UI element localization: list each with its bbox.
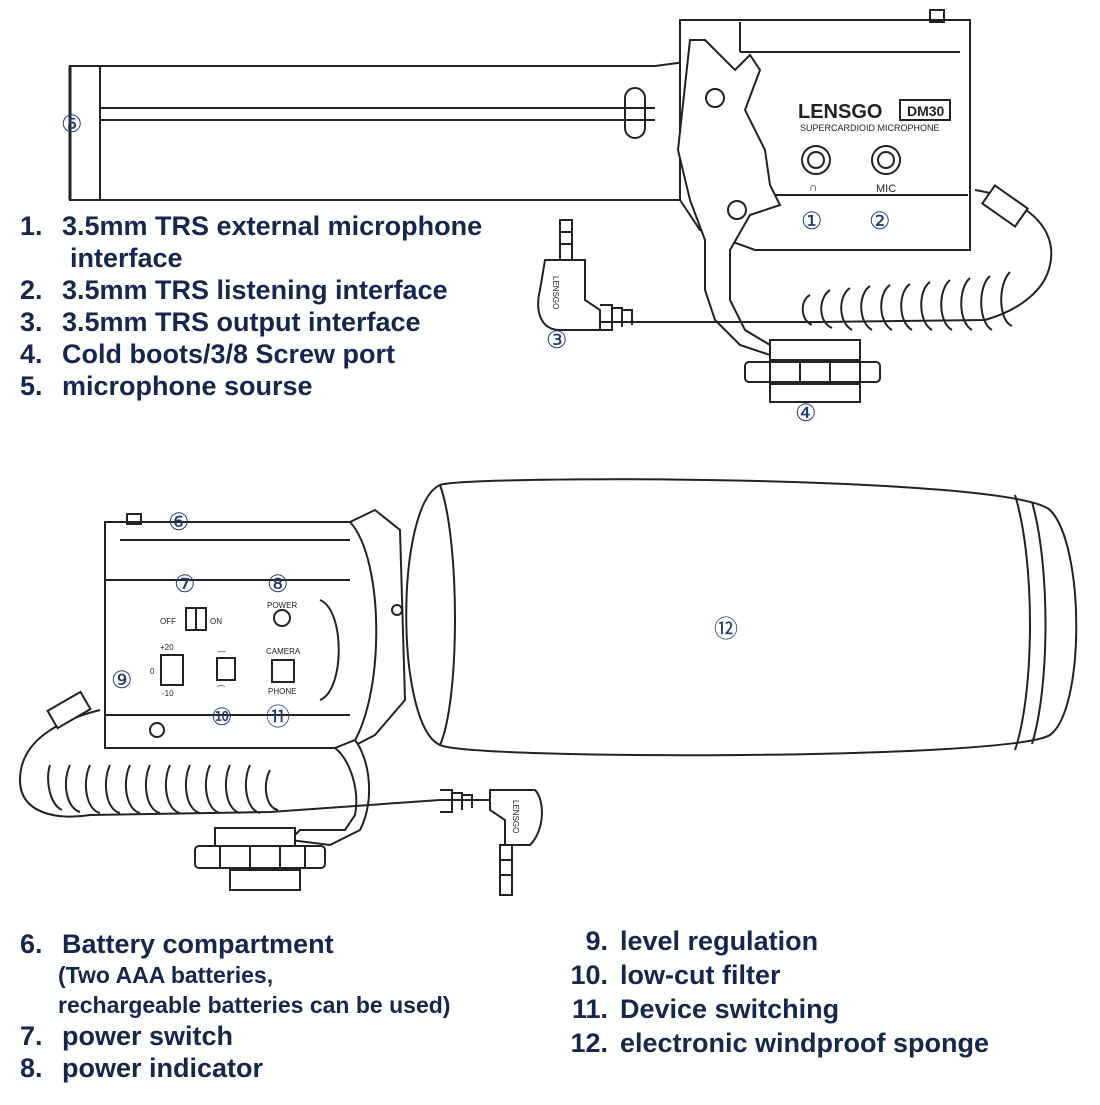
plus20-label: +20 [160,643,174,652]
legend-bottom-right: 9. level regulation 10. low-cut filter 11.… [550,924,989,1060]
legend-item-2: 2. 3.5mm TRS listening interface [20,274,482,306]
legend-text: level regulation [620,926,819,956]
legend-text: Cold boots/3/8 Screw port [62,339,396,369]
legend-text: power indicator [62,1053,264,1083]
zero-label: 0 [150,667,155,676]
legend-item-1: 1. 3.5mm TRS external microphone [20,210,482,242]
callout-10: ⑩ [211,704,233,731]
model-text: DM30 [907,103,945,119]
cable-brand-bottom: LENSGO [511,800,520,833]
legend-item-6: 6. Battery compartment [20,928,450,960]
legend-item-6-note-1: (Two AAA batteries, [58,962,274,988]
legend-num: 2. [20,275,43,305]
legend-num: 5. [20,371,43,401]
legend-text: Battery compartment [62,929,334,959]
legend-num: 1. [20,211,43,241]
off-label: OFF [160,617,176,626]
legend-text: microphone sourse [62,371,313,401]
bottom-windscreen [405,478,1078,757]
callout-9: ⑨ [111,667,133,694]
cable-brand-top: LENSGO [551,276,560,309]
legend-text: 3.5mm TRS external microphone [62,211,483,241]
legend-item-9: 9. level regulation [550,924,989,958]
legend-item-3: 3. 3.5mm TRS output interface [20,306,482,338]
minus10-label: -10 [162,689,174,698]
legend-text: power switch [62,1021,234,1051]
power-label: POWER [267,601,297,610]
legend-num: 12. [570,1028,608,1058]
legend-text: 3.5mm TRS output interface [62,307,421,337]
bottom-panel-labels: OFF ON POWER +20 0 -10 — ⌒ CAMERA PHONE [150,601,301,698]
mic-label: MIC [876,183,896,195]
legend-num: 4. [20,339,43,369]
callout-1: ① [801,208,823,235]
headphone-symbol: ∩ [809,180,818,194]
top-mic-tube [68,58,701,201]
callout-11: ⑪ [266,704,290,731]
top-shock-mount [676,39,782,357]
legend-num: 3. [20,307,43,337]
lowcut-label: ⌒ [217,685,225,694]
callouts: ① ② ③ ④ ⑤ ⑥ ⑦ ⑧ ⑨ ⑩ ⑪ ⑫ [61,111,891,731]
on-label: ON [210,617,222,626]
legend-item-1-cont: interface [20,242,482,274]
phone-label: PHONE [268,687,296,696]
top-brand-label: LENSGO DM30 SUPERCARDIOID MICROPHONE ∩ M… [798,99,951,195]
legend-num: 9. [585,926,608,956]
callout-12: ⑫ [714,616,738,643]
camera-label: CAMERA [266,647,301,656]
top-coiled-cable [537,184,1053,331]
subtitle-text: SUPERCARDIOID MICROPHONE [800,123,940,133]
legend-item-8: 8. power indicator [20,1052,450,1084]
callout-8: ⑧ [267,571,289,598]
legend-item-11: 11. Device switching [550,992,989,1026]
legend-item-12: 12. electronic windproof sponge [550,1026,989,1060]
brand-text: LENSGO [798,101,882,123]
bottom-coiled-cable [18,690,543,896]
legend-item-10: 10. low-cut filter [550,958,989,992]
legend-text: electronic windproof sponge [620,1028,990,1058]
legend-item-4: 4. Cold boots/3/8 Screw port [20,338,482,370]
legend-num: 10. [570,960,608,990]
legend-num: 11. [571,994,608,1024]
legend-item-6-note-2: rechargeable batteries can be used) [58,992,451,1018]
legend-top: 1. 3.5mm TRS external microphone interfac… [20,210,482,402]
callout-3: ③ [546,327,568,354]
callout-2: ② [869,208,891,235]
legend-num: 8. [20,1053,43,1083]
legend-num: 7. [20,1021,43,1051]
bottom-mic-body [104,508,407,749]
legend-item-7: 7. power switch [20,1020,450,1052]
callout-4: ④ [795,400,817,427]
top-cold-shoe [744,339,881,403]
legend-text: low-cut filter [620,960,781,990]
legend-item-5: 5. microphone sourse [20,370,482,402]
legend-text: Device switching [620,994,840,1024]
callout-7: ⑦ [174,571,196,598]
flat-label: — [218,647,226,656]
legend-text: 3.5mm TRS listening interface [62,275,448,305]
legend-bottom-left: 6. Battery compartment (Two AAA batteries… [20,928,450,1084]
legend-text: interface [70,243,183,273]
legend-num: 6. [20,929,43,959]
callout-6: ⑥ [168,509,190,536]
callout-5: ⑤ [61,111,83,138]
bottom-shock-mount [194,738,371,891]
